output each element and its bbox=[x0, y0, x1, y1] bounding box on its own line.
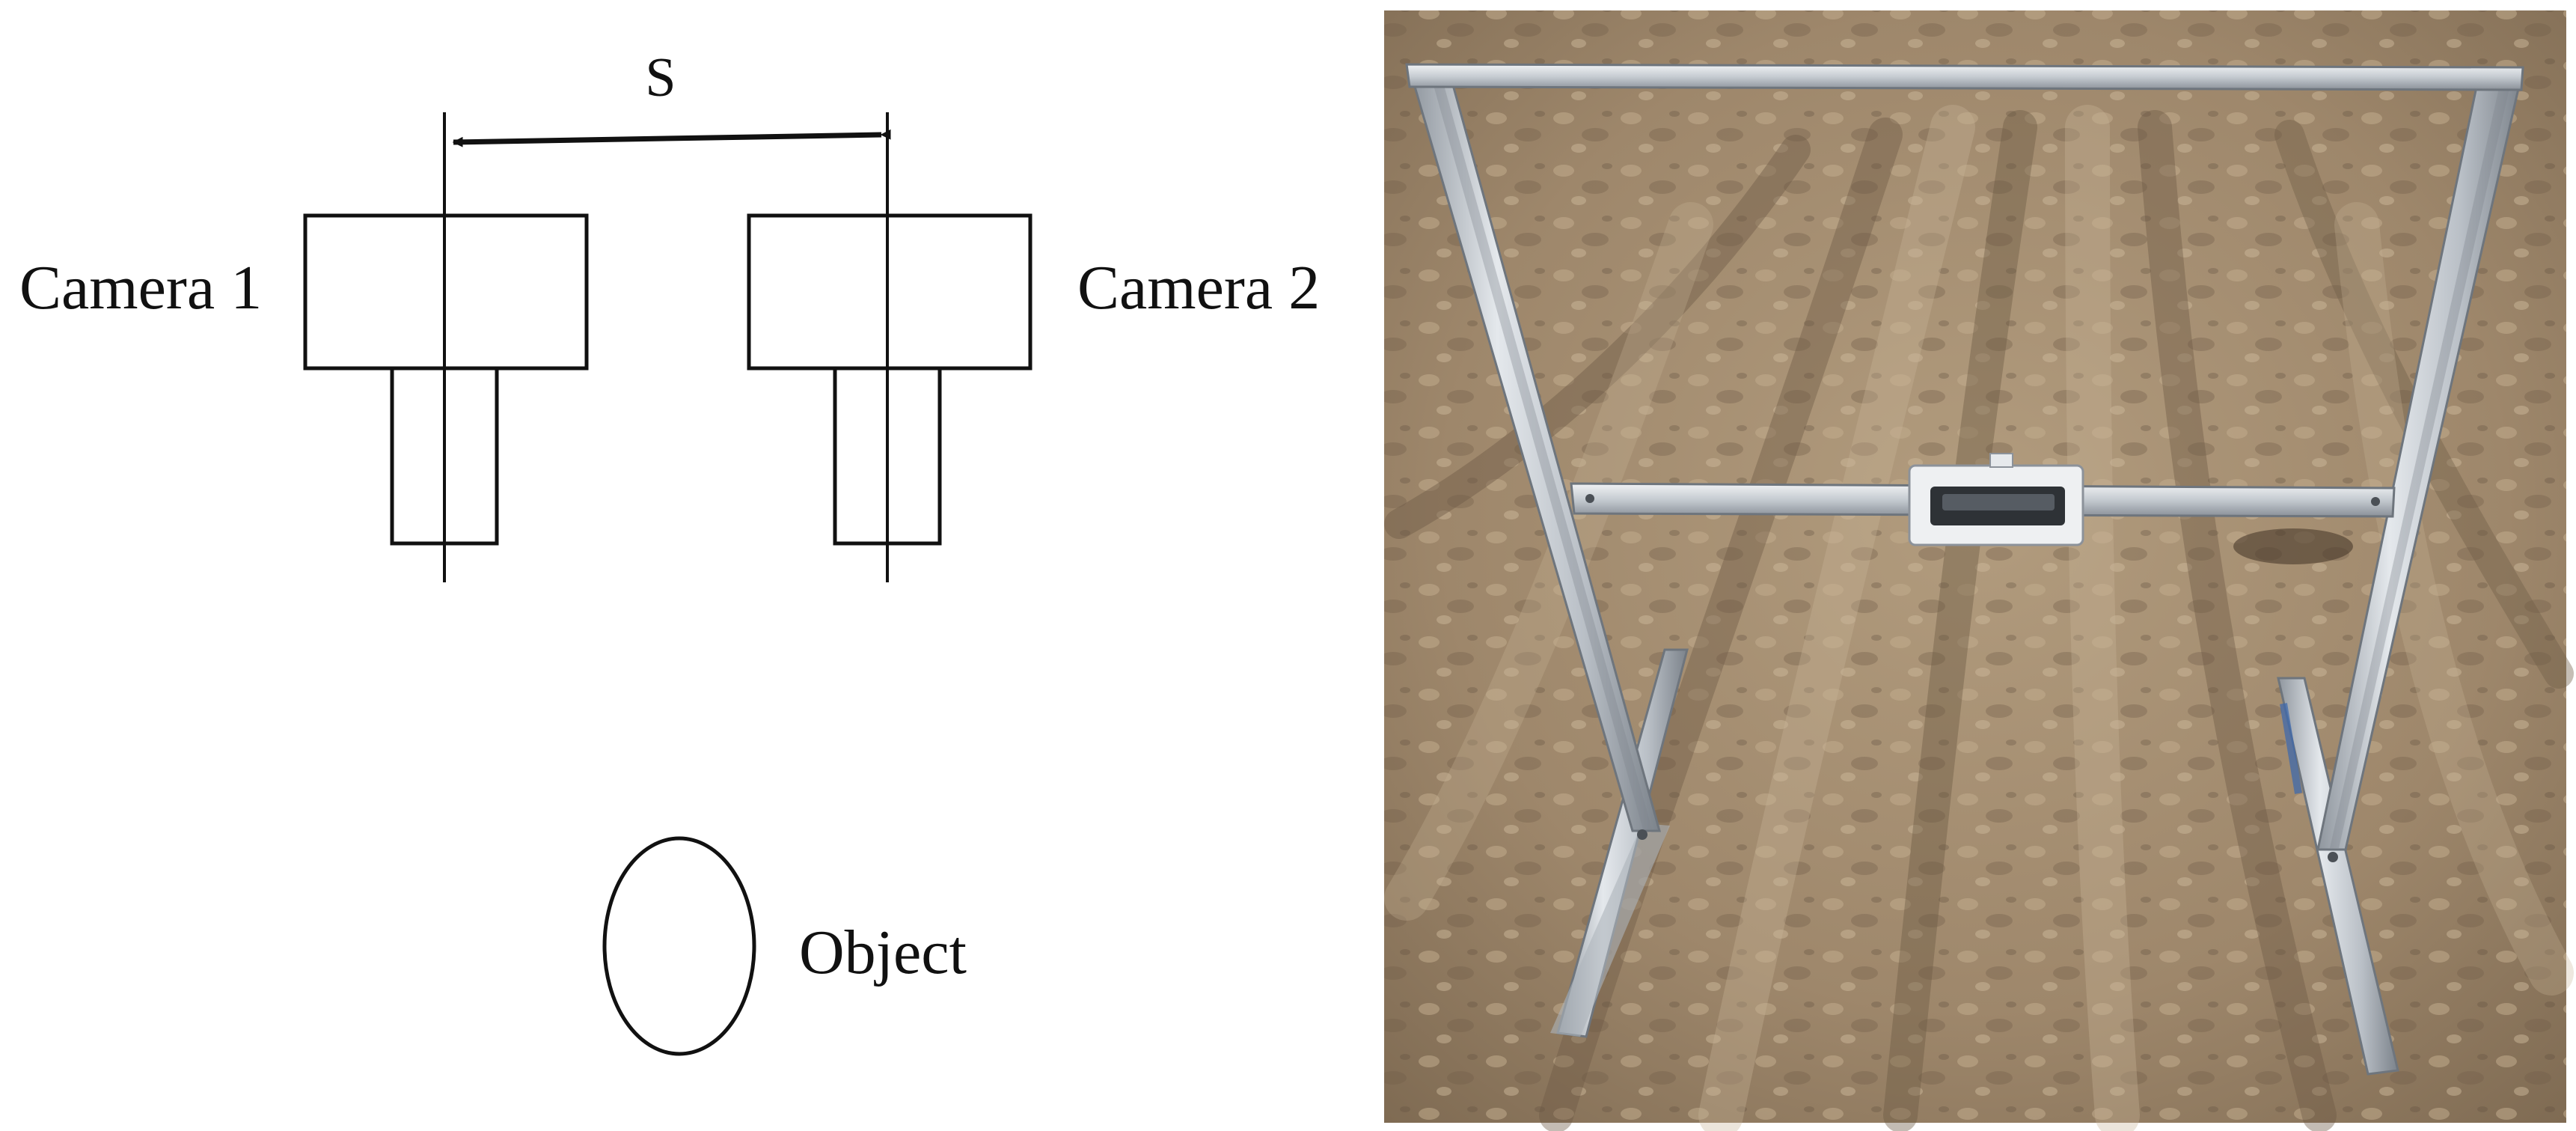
frame-right-foot bbox=[2277, 677, 2399, 1076]
spacing-dimension-arrow bbox=[452, 129, 891, 147]
object-ellipse bbox=[602, 836, 756, 1056]
camera-1 bbox=[303, 112, 589, 582]
camera-1-label: Camera 1 bbox=[19, 253, 262, 323]
camera-2-body bbox=[747, 213, 1032, 371]
stereo-camera-unit bbox=[1908, 453, 2084, 546]
frame-top-bar bbox=[1405, 63, 2524, 91]
camera-2 bbox=[747, 112, 1032, 582]
camera-2-label: Camera 2 bbox=[1077, 253, 1320, 323]
stereo-diagram: S Camera 1 Camera 2 Object bbox=[19, 47, 1320, 1056]
field-photo bbox=[1384, 10, 2574, 1131]
spacing-label: S bbox=[645, 47, 676, 109]
frame-left-foot bbox=[1550, 648, 1689, 1038]
soil-furrows bbox=[1384, 105, 2574, 1131]
object-label: Object bbox=[799, 918, 967, 987]
